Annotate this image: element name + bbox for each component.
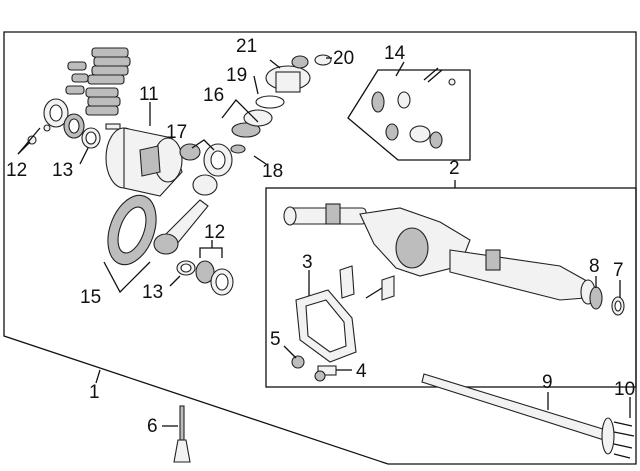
axle-shaft	[421, 373, 635, 459]
callout-10: 10	[614, 379, 635, 400]
callout-4: 4	[356, 361, 367, 382]
callout-11: 11	[139, 84, 159, 105]
callout-15: 15	[80, 287, 101, 308]
ring-gear	[107, 194, 157, 266]
callout-2: 2	[449, 158, 460, 179]
callout-20: 20	[333, 48, 354, 69]
pinion-gear	[153, 199, 209, 255]
callout-18: 18	[262, 161, 283, 182]
bearing-cup-upper	[27, 98, 121, 149]
gear-kit-box	[347, 69, 471, 161]
pinion-bearing	[231, 95, 285, 138]
callout-1: 1	[89, 382, 100, 403]
sealant-tube	[173, 405, 191, 463]
differential-case	[105, 127, 183, 197]
callout-6: 6	[147, 416, 158, 437]
housing-brackets	[339, 265, 395, 301]
callout-21: 21	[236, 36, 257, 57]
gear-kit-parts	[371, 67, 456, 149]
axle-housing	[283, 203, 596, 305]
axle-seal	[611, 296, 625, 316]
callout-14: 14	[384, 43, 406, 64]
bearing-cup-lower	[176, 260, 234, 296]
callout-13-lower: 13	[142, 282, 163, 303]
callout-labels: 1 2 3 4 5 6 7 8 9 10 11 12 12 13 13 14 1…	[6, 36, 635, 437]
axle-assembly-outline	[3, 31, 637, 465]
callout-7: 7	[613, 260, 624, 281]
shim-pack-top	[85, 47, 131, 116]
shim-pack-left	[65, 61, 89, 95]
callout-13-upper: 13	[52, 160, 73, 181]
differential-cover	[295, 289, 357, 363]
shim-pack-stack	[65, 47, 131, 116]
fill-plug	[291, 355, 305, 369]
callout-12-upper: 12	[6, 160, 27, 181]
callout-9: 9	[542, 372, 553, 393]
callout-3: 3	[302, 252, 313, 273]
callout-17: 17	[166, 122, 187, 143]
pinion-flange	[265, 54, 332, 93]
callout-8: 8	[589, 256, 600, 277]
callout-19: 19	[226, 65, 247, 86]
callout-12-lower: 12	[204, 222, 225, 243]
leader-lines	[17, 57, 631, 427]
axle-bearing	[589, 286, 603, 310]
cover-bolt	[314, 365, 337, 382]
callout-5: 5	[270, 329, 281, 350]
side-bearings	[179, 143, 246, 196]
callout-16: 16	[203, 85, 224, 106]
